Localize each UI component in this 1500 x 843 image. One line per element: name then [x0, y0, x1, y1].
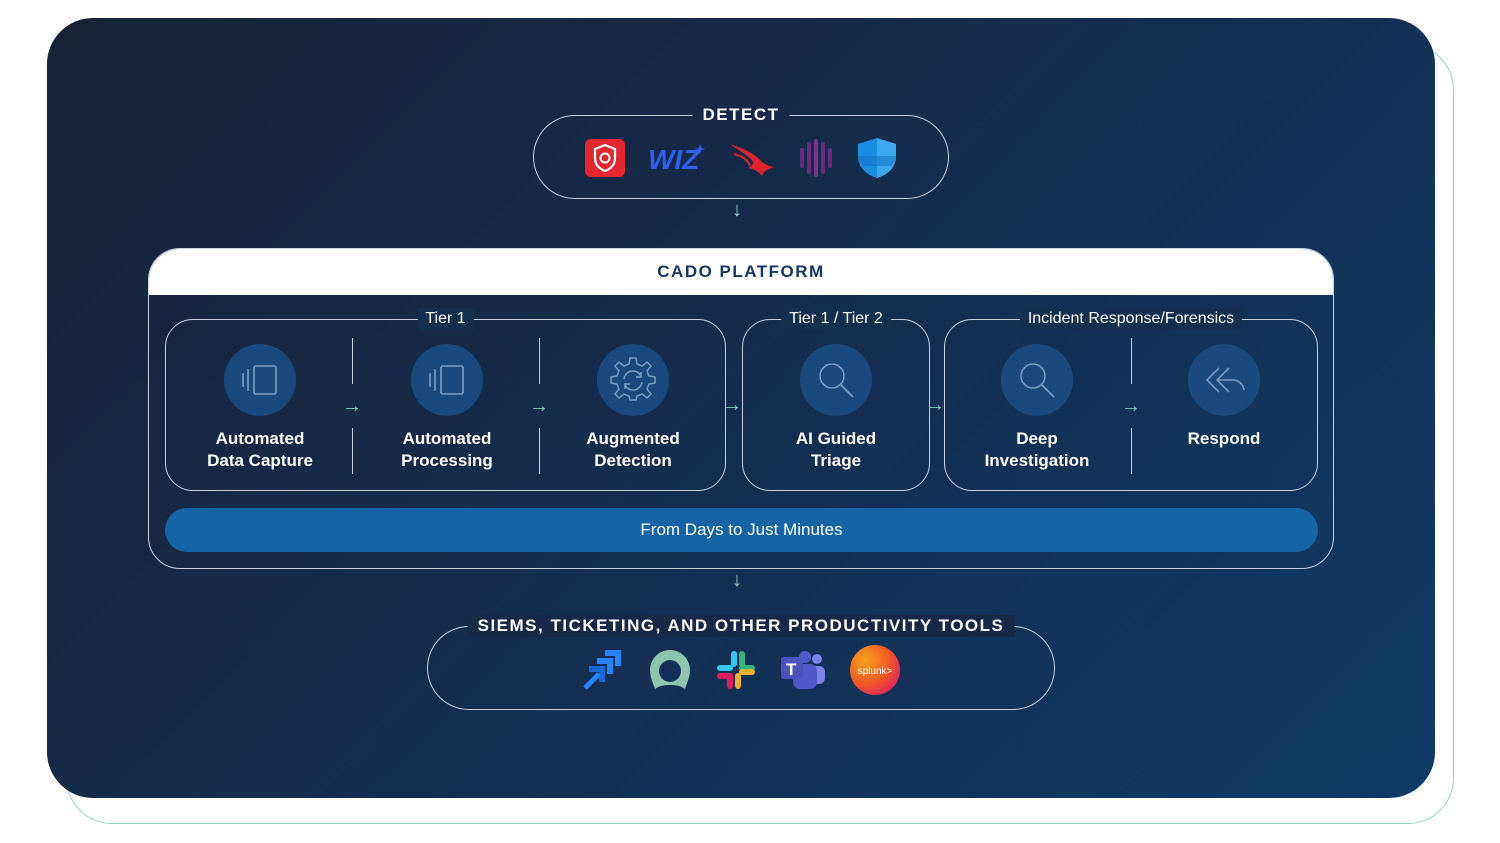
step-label: Deep Investigation — [984, 429, 1090, 470]
svg-text:T: T — [786, 660, 797, 679]
group-incident-response: Incident Response/Forensics Deep Investi… — [944, 308, 1318, 491]
arrow-right-icon: → — [722, 394, 742, 416]
main-panel: DETECT WIZ — [47, 18, 1435, 798]
arrow-right-icon: → — [1121, 395, 1141, 417]
group-tier-1: Tier 1 Automated Data Capture → — [165, 308, 726, 491]
defender-shield-icon — [858, 138, 896, 178]
arrow-right-icon: → — [342, 395, 362, 417]
step-label: Automated Data Capture — [207, 429, 313, 470]
group-tier-1-2: Tier 1 / Tier 2 AI Guided Triage — [742, 308, 930, 491]
capture-icon — [224, 344, 296, 416]
time-banner: From Days to Just Minutes — [165, 508, 1318, 552]
detect-title: DETECT — [692, 104, 790, 126]
ring-icon — [650, 650, 690, 689]
step-deep-investigation: Deep Investigation — [947, 344, 1127, 472]
detect-logos: WIZ — [534, 136, 948, 180]
arrow-right-icon: → — [925, 394, 945, 416]
step-label: Respond — [1187, 429, 1261, 448]
splunk-logo: splunk> — [850, 645, 900, 695]
falcon-icon — [730, 144, 774, 176]
slack-icon — [717, 651, 755, 689]
tools-container: SIEMS, TICKETING, AND OTHER PRODUCTIVITY… — [427, 615, 1055, 710]
platform-title: CADO PLATFORM — [149, 249, 1333, 295]
step-respond: Respond — [1134, 344, 1314, 450]
down-arrow-icon: ↓ — [732, 199, 742, 221]
step-label: AI Guided Triage — [795, 429, 877, 470]
search-icon — [800, 344, 872, 416]
teams-icon: T — [781, 651, 825, 689]
down-arrow-icon: ↓ — [732, 569, 742, 591]
tools-logos: T splunk> — [428, 644, 1054, 696]
step-label: Augmented Detection — [586, 429, 680, 470]
step-automated-data-capture: Automated Data Capture — [170, 344, 350, 472]
step-ai-guided-triage: AI Guided Triage — [746, 344, 926, 472]
jira-icon — [583, 650, 621, 690]
group-label-incident-response: Incident Response/Forensics — [1019, 308, 1243, 330]
wiz-logo: WIZ — [648, 144, 706, 175]
step-label: Automated Processing — [401, 429, 493, 470]
red-shield-icon — [585, 139, 625, 177]
arrow-right-icon: → — [529, 395, 549, 417]
group-label-tier-1-2: Tier 1 / Tier 2 — [781, 308, 891, 330]
splunk-logo-text: splunk> — [858, 666, 893, 677]
step-automated-processing: Automated Processing — [357, 344, 537, 472]
tools-title: SIEMS, TICKETING, AND OTHER PRODUCTIVITY… — [467, 615, 1015, 637]
gear-icon — [597, 344, 669, 416]
cado-platform: CADO PLATFORM Tier 1 Automated Data Capt… — [148, 248, 1334, 569]
step-augmented-detection: Augmented Detection — [543, 344, 723, 472]
bars-icon — [800, 139, 832, 177]
group-label-tier-1: Tier 1 — [417, 308, 474, 330]
search-icon — [1001, 344, 1073, 416]
reply-all-icon — [1188, 344, 1260, 416]
processing-icon — [411, 344, 483, 416]
wiz-logo-text: WIZ — [648, 144, 700, 175]
detect-container: DETECT WIZ — [533, 104, 949, 199]
